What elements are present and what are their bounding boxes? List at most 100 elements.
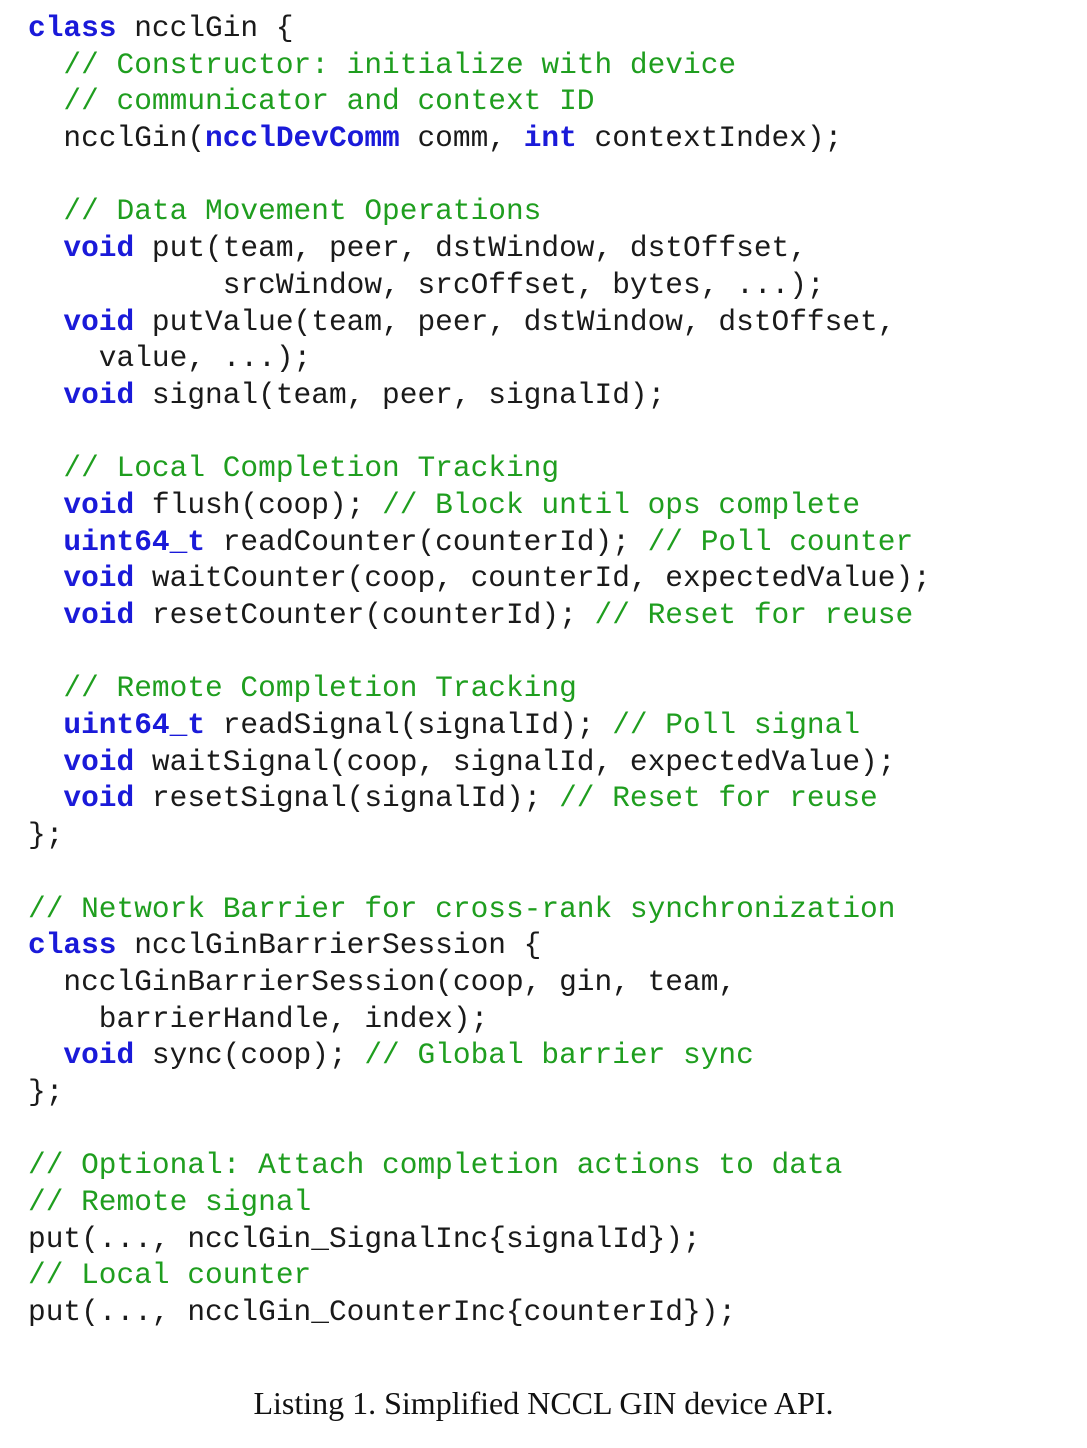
code-token: waitSignal(coop, signalId, expectedValue…	[134, 744, 896, 779]
code-token: contextIndex);	[576, 121, 843, 156]
keyword-token: void	[63, 1038, 135, 1073]
code-line: // Network Barrier for cross-rank synchr…	[28, 891, 931, 928]
keyword-token: void	[63, 744, 135, 779]
code-token	[28, 525, 63, 559]
comment-token: // Remote signal	[28, 1185, 312, 1219]
code-line: void waitSignal(coop, signalId, expected…	[28, 744, 931, 781]
code-token: };	[28, 1074, 64, 1109]
code-token: ncclGin(	[28, 121, 206, 156]
code-line: ncclGinBarrierSession(coop, gin, team,	[28, 964, 931, 1001]
code-line	[28, 414, 931, 451]
code-token: put(team, peer, dstWindow, dstOffset,	[134, 231, 807, 266]
code-line: // communicator and context ID	[28, 83, 931, 120]
keyword-token: void	[63, 231, 135, 266]
code-line: void resetSignal(signalId); // Reset for…	[28, 780, 931, 817]
code-token: putValue(team, peer, dstWindow, dstOffse…	[134, 304, 896, 339]
code-line: class ncclGin {	[28, 10, 931, 47]
code-token: ncclGin {	[116, 11, 294, 45]
code-token: put(..., ncclGin_SignalInc{signalId});	[28, 1221, 701, 1256]
code-line: // Local counter	[28, 1257, 931, 1294]
comment-token: // Reset for reuse	[594, 598, 914, 632]
keyword-token: class	[28, 11, 117, 45]
listing-caption: Listing 1. Simplified NCCL GIN device AP…	[253, 1385, 834, 1421]
keyword-token: class	[28, 928, 117, 963]
comment-token: // Reset for reuse	[559, 781, 878, 816]
comment-token: // Constructor: initialize with device	[28, 47, 737, 82]
code-line: value, ...);	[28, 340, 931, 377]
code-line	[28, 157, 931, 194]
code-line: // Constructor: initialize with device	[28, 47, 931, 84]
code-line: uint64_t readSignal(signalId); // Poll s…	[28, 707, 931, 744]
code-token	[28, 231, 63, 265]
code-token: resetSignal(signalId);	[134, 781, 560, 816]
code-token	[28, 781, 63, 815]
code-token	[28, 708, 63, 742]
code-token: readCounter(counterId);	[205, 524, 648, 559]
comment-token: // Block until ops complete	[382, 487, 861, 522]
comment-token: // Remote Completion Tracking	[28, 671, 577, 706]
keyword-token: uint64_t	[63, 524, 206, 559]
code-line: ncclGin(ncclDevComm comm, int contextInd…	[28, 120, 931, 157]
comment-token: // Optional: Attach completion actions t…	[28, 1148, 843, 1183]
code-token	[28, 378, 63, 412]
code-line: // Data Movement Operations	[28, 193, 931, 230]
code-token: ncclGinBarrierSession {	[116, 928, 542, 963]
code-token	[28, 598, 63, 632]
code-line: void putValue(team, peer, dstWindow, dst…	[28, 304, 931, 341]
code-token	[28, 1038, 63, 1072]
code-token: flush(coop);	[134, 487, 383, 522]
code-line: void signal(team, peer, signalId);	[28, 377, 931, 414]
keyword-token: void	[63, 304, 135, 339]
code-token: };	[28, 818, 64, 853]
code-token: value, ...);	[28, 341, 312, 376]
comment-token: // Network Barrier for cross-rank synchr…	[28, 891, 896, 926]
keyword-token: int	[523, 121, 577, 156]
code-token: signal(team, peer, signalId);	[134, 377, 666, 412]
comment-token: // Global barrier sync	[364, 1038, 754, 1073]
keyword-token: void	[63, 598, 135, 632]
code-line: // Local Completion Tracking	[28, 450, 931, 487]
code-line: void waitCounter(coop, counterId, expect…	[28, 560, 931, 597]
comment-token: // Local counter	[28, 1258, 312, 1293]
code-line: barrierHandle, index);	[28, 1001, 931, 1038]
code-listing: class ncclGin { // Constructor: initiali…	[28, 10, 931, 1331]
code-token: ncclGinBarrierSession(coop, gin, team,	[28, 964, 737, 999]
code-line: put(..., ncclGin_CounterInc{counterId});	[28, 1294, 931, 1331]
code-line: };	[28, 1074, 931, 1111]
comment-token: // Poll counter	[647, 524, 914, 559]
code-line: class ncclGinBarrierSession {	[28, 927, 931, 964]
keyword-token: void	[63, 561, 135, 596]
code-token: srcWindow, srcOffset, bytes, ...);	[28, 267, 825, 302]
code-line: put(..., ncclGin_SignalInc{signalId});	[28, 1221, 931, 1258]
code-token: comm,	[399, 121, 524, 156]
code-line: // Remote Completion Tracking	[28, 670, 931, 707]
code-line: void put(team, peer, dstWindow, dstOffse…	[28, 230, 931, 267]
code-token: sync(coop);	[134, 1038, 365, 1073]
comment-token: // communicator and context ID	[28, 84, 595, 119]
code-line: uint64_t readCounter(counterId); // Poll…	[28, 524, 931, 561]
code-line: // Optional: Attach completion actions t…	[28, 1147, 931, 1184]
code-line: void flush(coop); // Block until ops com…	[28, 487, 931, 524]
comment-token: // Local Completion Tracking	[28, 451, 560, 486]
comment-token: // Poll signal	[612, 708, 861, 743]
comment-token: // Data Movement Operations	[28, 194, 542, 229]
code-line: srcWindow, srcOffset, bytes, ...);	[28, 267, 931, 304]
code-line: void sync(coop); // Global barrier sync	[28, 1037, 931, 1074]
code-line	[28, 634, 931, 671]
code-token: resetCounter(counterId);	[134, 598, 595, 632]
code-token: put(..., ncclGin_CounterInc{counterId});	[28, 1295, 737, 1330]
code-token	[28, 305, 63, 339]
code-line	[28, 854, 931, 891]
keyword-token: void	[63, 781, 135, 816]
code-line: // Remote signal	[28, 1184, 931, 1221]
code-token	[28, 488, 63, 522]
keyword-token: void	[63, 487, 135, 522]
keyword-token: void	[63, 377, 135, 412]
code-line: };	[28, 817, 931, 854]
code-token: waitCounter(coop, counterId, expectedVal…	[134, 561, 931, 596]
code-token	[28, 745, 63, 779]
keyword-token: ncclDevComm	[205, 121, 400, 156]
code-token: barrierHandle, index);	[28, 1001, 489, 1036]
code-token: readSignal(signalId);	[205, 708, 613, 743]
code-line: void resetCounter(counterId); // Reset f…	[28, 597, 931, 634]
